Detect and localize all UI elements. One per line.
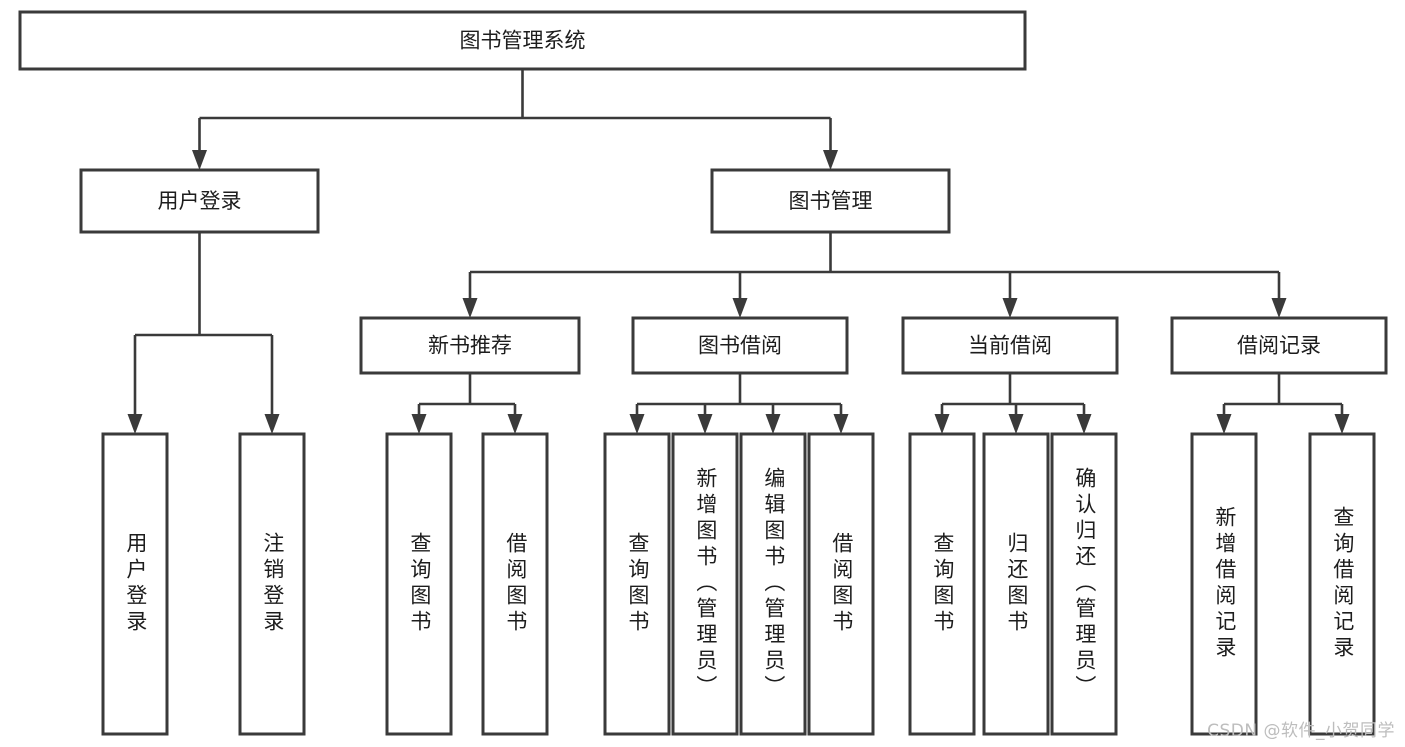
borrow-records-to-add-borrow-record-arrowhead xyxy=(1216,414,1232,434)
node-add-book-box[interactable] xyxy=(671,432,739,736)
node-borrow-book-2-box[interactable] xyxy=(807,432,875,736)
current-borrow-to-confirm-return-arrowhead xyxy=(1076,414,1092,434)
book-borrow-to-borrow-book-2-arrowhead xyxy=(833,414,849,434)
node-confirm-return-box[interactable] xyxy=(1050,432,1118,736)
book-management-to-book-borrow-arrowhead xyxy=(732,298,748,318)
node-user-login-leaf-box[interactable] xyxy=(101,432,169,736)
book-management-to-borrow-records-arrowhead xyxy=(1271,298,1287,318)
user-login-to-user-login-leaf-arrowhead xyxy=(127,414,143,434)
node-borrow-records-label: 借阅记录 xyxy=(1237,334,1321,358)
node-current-borrow-box[interactable] xyxy=(901,316,1119,375)
node-user-logout-leaf-box[interactable] xyxy=(238,432,306,736)
node-book-borrow-label: 图书借阅 xyxy=(698,334,782,358)
book-borrow-to-query-book-2-arrowhead xyxy=(629,414,645,434)
node-book-management-label: 图书管理 xyxy=(789,189,873,213)
node-current-borrow-label: 当前借阅 xyxy=(968,334,1052,358)
watermark-text: CSDN @软件_小贺同学 xyxy=(1207,721,1395,741)
node-borrow-book-1-box[interactable] xyxy=(481,432,549,736)
node-add-borrow-record-box[interactable] xyxy=(1190,432,1258,736)
node-borrow-records-box[interactable] xyxy=(1170,316,1388,375)
book-borrow-to-edit-book-arrowhead xyxy=(765,414,781,434)
user-login-to-user-logout-leaf-arrowhead xyxy=(264,414,280,434)
root-to-user-login-arrowhead xyxy=(192,150,207,170)
node-book-borrow-box[interactable] xyxy=(631,316,849,375)
node-book-management-box[interactable] xyxy=(710,168,951,234)
book-management-to-new-book-recommend-arrowhead xyxy=(462,298,478,318)
node-query-book-2-box[interactable] xyxy=(603,432,671,736)
current-borrow-to-query-book-3-arrowhead xyxy=(934,414,950,434)
node-new-book-recommend-box[interactable] xyxy=(359,316,581,375)
node-root-box[interactable] xyxy=(18,10,1027,71)
book-management-to-current-borrow-arrowhead xyxy=(1002,298,1018,318)
node-user-login-label: 用户登录 xyxy=(158,189,242,213)
boxes-layer xyxy=(18,10,1388,736)
root-to-book-management-arrowhead xyxy=(823,150,838,170)
node-edit-book-box[interactable] xyxy=(739,432,807,736)
new-book-recommend-to-query-book-1-arrowhead xyxy=(411,414,427,434)
new-book-recommend-to-borrow-book-1-arrowhead xyxy=(507,414,523,434)
node-query-borrow-record-box[interactable] xyxy=(1308,432,1376,736)
node-new-book-recommend-label: 新书推荐 xyxy=(428,334,512,358)
node-query-book-1-box[interactable] xyxy=(385,432,453,736)
node-return-book-box[interactable] xyxy=(982,432,1050,736)
book-borrow-to-add-book-arrowhead xyxy=(697,414,713,434)
node-query-book-3-box[interactable] xyxy=(908,432,976,736)
node-root-label: 图书管理系统 xyxy=(460,29,586,53)
borrow-records-to-query-borrow-record-arrowhead xyxy=(1334,414,1350,434)
node-user-login-box[interactable] xyxy=(79,168,320,234)
current-borrow-to-return-book-arrowhead xyxy=(1008,414,1024,434)
connectors-layer xyxy=(127,69,1350,434)
